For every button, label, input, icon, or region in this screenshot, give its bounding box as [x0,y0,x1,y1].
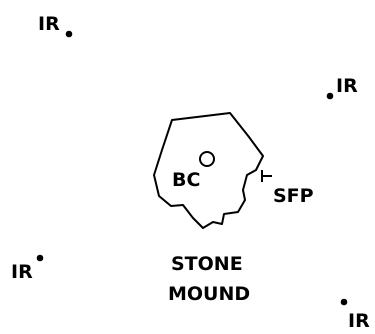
ir-marker-top-left: IR [38,13,73,38]
bc-circle-marker [199,151,215,167]
ir-label-bottom-left: IR [11,261,33,283]
ir-point-top-right [326,92,334,100]
sfp-marker: SFP [261,170,314,207]
ir-label-bottom-right: IR [348,310,370,332]
ir-point-bottom-left [36,254,44,262]
ir-marker-bottom-left: IR [11,254,44,283]
sfp-label: SFP [273,185,314,207]
caption-mound: MOUND [168,283,250,305]
ir-label-top-left: IR [38,13,60,35]
ir-label-top-right: IR [336,75,358,97]
caption-stone: STONE [171,253,243,275]
ir-point-top-left [65,30,73,38]
stone-mound-outline [153,112,264,229]
ir-point-bottom-right [340,298,348,306]
ir-marker-top-right: IR [326,75,358,100]
ir-marker-bottom-right: IR [340,298,370,332]
bc-label: BC [172,169,200,191]
